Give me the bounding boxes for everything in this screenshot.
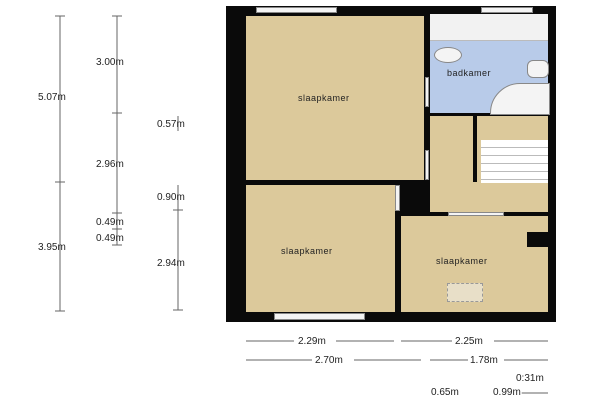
dim-2-70: 2.70m	[315, 355, 343, 366]
room-bedroom-top-left	[246, 16, 424, 180]
door-bathroom	[425, 77, 429, 107]
door-bedroom-bottom-left	[395, 185, 400, 211]
room-bedroom-bottom-left	[246, 185, 395, 312]
dim-0-49-a: 0.49m	[96, 217, 124, 228]
window-bottom	[274, 313, 365, 320]
staircase	[481, 140, 548, 183]
chimney	[527, 232, 548, 247]
dim-0-57: 0.57m	[157, 119, 185, 130]
horizontal-dimensions: 2.29m 2.25m 2.70m 1.78m 0:31m 0.65m 0.99…	[246, 334, 548, 400]
room-label: badkamer	[447, 68, 492, 78]
dim-0-90: 0.90m	[157, 192, 185, 203]
dim-3-95: 3.95m	[38, 242, 66, 253]
dim-0-99: 0.99m	[493, 387, 521, 398]
dim-0-65: 0.65m	[431, 387, 459, 398]
dim-0-31: 0:31m	[516, 373, 544, 384]
toilet	[434, 47, 462, 63]
sink	[527, 60, 549, 78]
vertical-dimensions: 5.07m 3.95m 3.00m 2.96m 0.49m 0.49m 0.57…	[38, 15, 185, 312]
dim-3-00: 3.00m	[96, 57, 124, 68]
door-bedroom-top-left	[425, 150, 429, 180]
door-bedroom-bottom-right	[448, 212, 504, 216]
dim-2-29: 2.29m	[298, 336, 326, 347]
dim-2-25: 2.25m	[455, 336, 483, 347]
room-label: slaapkamer	[298, 93, 350, 103]
dim-5-07: 5.07m	[38, 92, 66, 103]
window-top-left	[256, 7, 337, 13]
room-label: slaapkamer	[436, 256, 488, 266]
dim-0-49-b: 0.49m	[96, 233, 124, 244]
stair-wall	[473, 116, 477, 182]
dim-2-94: 2.94m	[157, 258, 185, 269]
window-top-right	[481, 7, 533, 13]
dim-2-96: 2.96m	[96, 159, 124, 170]
bathtub	[430, 14, 548, 41]
skylight	[447, 283, 483, 302]
dim-1-78: 1.78m	[470, 355, 498, 366]
room-label: slaapkamer	[281, 246, 333, 256]
